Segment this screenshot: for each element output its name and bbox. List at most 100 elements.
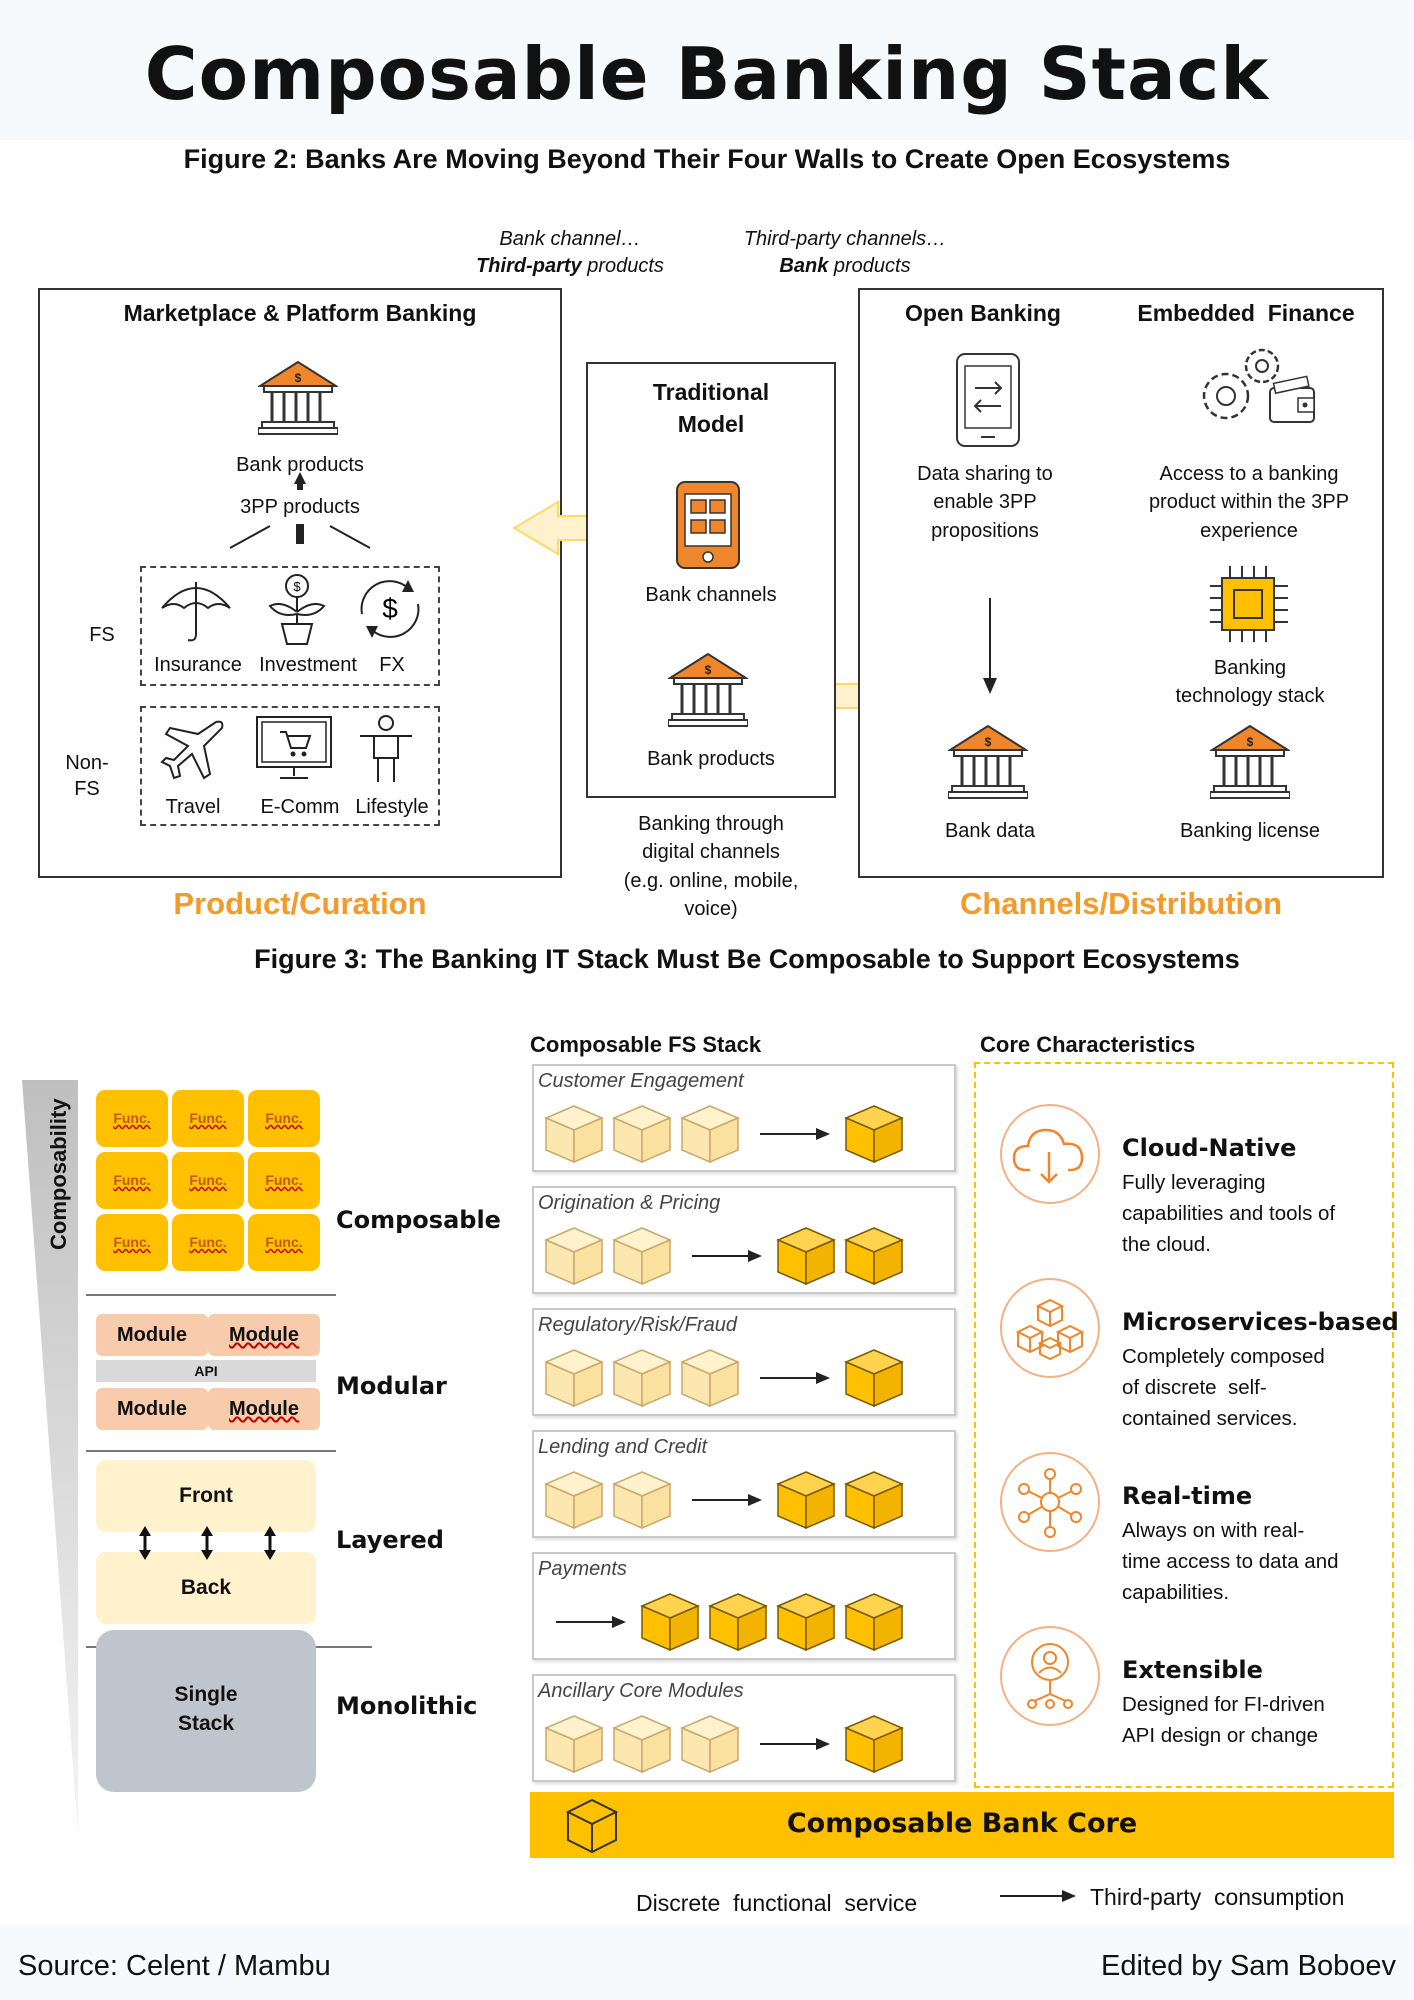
tech-stack-2: technology stack <box>1175 685 1325 708</box>
stack-row-cubes <box>545 1715 903 1773</box>
editor-credit: Edited by Sam Boboev <box>1100 1950 1396 1982</box>
consumption-arrow-head <box>748 1494 762 1506</box>
single-stack-2: Stack <box>177 1712 235 1736</box>
note-left-line1: Bank channel… <box>499 228 641 250</box>
dark-cube-icon <box>709 1593 767 1651</box>
stack-row: Payments <box>532 1552 956 1660</box>
light-cube-icon <box>681 1349 739 1407</box>
level-composable: Composable <box>336 1206 501 1234</box>
characteristic-desc-line: of discrete self- <box>1122 1375 1267 1399</box>
trad-caption-2: digital channels <box>642 841 780 864</box>
characteristic-desc-line: contained services. <box>1122 1406 1298 1430</box>
embedded-finance-heading: Embedded Finance <box>1137 300 1355 326</box>
note-right-line1: Third-party channels… <box>743 228 947 250</box>
legend-service: Discrete functional service <box>636 1890 918 1916</box>
nonfs-item-lifestyle: Lifestyle <box>355 796 429 818</box>
nonfs-group <box>140 706 440 826</box>
dark-cube-icon <box>641 1593 699 1651</box>
cloud-download-icon <box>1000 1104 1100 1204</box>
stack-row-cubes <box>545 1349 903 1407</box>
level-layered: Layered <box>336 1526 444 1554</box>
open-banking-heading: Open Banking <box>905 300 1061 326</box>
tree-connector-icon <box>229 472 371 549</box>
light-cube-icon <box>545 1715 603 1773</box>
consumption-arrow-head <box>816 1128 830 1140</box>
investment-plant-icon: $ <box>268 574 326 645</box>
characteristic-desc-line: Designed for FI-driven <box>1122 1693 1325 1716</box>
open-desc-3: propositions <box>931 519 1039 542</box>
characteristic-desc: Always on with real-time access to data … <box>1122 1516 1390 1608</box>
note-right-rest: products <box>828 255 911 277</box>
light-cube-icon <box>613 1227 671 1285</box>
user-network-icon <box>1000 1626 1100 1726</box>
dark-cube-icon <box>845 1227 903 1285</box>
core-bar <box>530 1792 1394 1858</box>
single-stack-block: Single Stack <box>96 1630 316 1792</box>
fs-item-insurance: Insurance <box>154 654 242 676</box>
figure3-caption: Figure 3: The Banking IT Stack Must Be C… <box>254 944 1240 974</box>
characteristic-desc-line: API design or change <box>1122 1723 1319 1747</box>
light-cube-icon <box>613 1715 671 1773</box>
divider <box>86 1294 336 1296</box>
dark-cube-icon <box>845 1471 903 1529</box>
note-right-bold: Bank <box>779 255 829 277</box>
nonfs-label-1: Non- <box>65 752 109 774</box>
dark-cube-icon <box>845 1349 903 1407</box>
func-block: Func. <box>248 1090 320 1147</box>
banking-license-label: Banking license <box>1179 820 1321 842</box>
stack-row-label: Payments <box>538 1558 627 1580</box>
dark-cube-icon <box>777 1227 835 1285</box>
traditional-heading-2: Model <box>677 411 745 438</box>
light-cube-icon <box>545 1105 603 1163</box>
note-left-bold: Third-party <box>476 255 582 277</box>
tech-stack-label: Banking technology stack <box>1140 654 1360 711</box>
embedded-desc-2: product within the 3PP <box>1148 491 1350 514</box>
umbrella-icon <box>161 582 231 642</box>
stack-row: Customer Engagement <box>532 1064 956 1172</box>
stack-row-label: Origination & Pricing <box>538 1192 721 1214</box>
func-block: Func. <box>248 1214 320 1271</box>
composability-axis-label: Composability <box>46 1098 71 1250</box>
dark-cube-icon <box>777 1471 835 1529</box>
module-block: Module <box>208 1388 320 1430</box>
note-left-rest: products <box>581 255 664 277</box>
characteristic-desc-line: Fully leveraging <box>1122 1171 1266 1194</box>
airplane-icon <box>160 720 224 780</box>
consumption-arrow-head <box>816 1738 830 1750</box>
note-third-party: Third-party channels… Bank products <box>720 226 970 280</box>
core-heading: Core Characteristics <box>980 1032 1196 1057</box>
func-block: Func. <box>172 1152 244 1209</box>
tech-stack-1: Banking <box>1213 657 1287 679</box>
fs-item-investment: Investment <box>259 654 357 676</box>
back-layer: Back <box>96 1552 316 1624</box>
embedded-desc-1: Access to a banking <box>1159 463 1339 485</box>
note-right-line2: Bank products <box>720 253 970 280</box>
bank-icon <box>258 360 338 436</box>
arrow-down-icon <box>983 598 997 694</box>
module-block: Module <box>96 1314 208 1356</box>
light-cube-icon <box>613 1349 671 1407</box>
nonfs-label: Non- FS <box>52 750 122 802</box>
page-title: Composable Banking Stack <box>144 32 1270 116</box>
module-block: Module <box>208 1314 320 1356</box>
svg-text:$: $ <box>382 593 398 624</box>
embedded-desc-3: experience <box>1200 519 1298 542</box>
stack-row-label: Customer Engagement <box>538 1070 744 1092</box>
light-cube-icon <box>681 1105 739 1163</box>
mobile-app-icon <box>676 481 740 569</box>
stack-row: Ancillary Core Modules <box>532 1674 956 1782</box>
product-curation-label: Product/Curation <box>173 886 427 921</box>
nonfs-item-ecomm: E-Comm <box>260 796 340 818</box>
front-layer: Front <box>96 1460 316 1532</box>
dark-cube-icon <box>845 1715 903 1773</box>
light-cube-icon <box>545 1349 603 1407</box>
traditional-heading-1: Traditional <box>652 379 770 405</box>
nonfs-item-travel: Travel <box>165 796 221 818</box>
embedded-finance-desc: Access to a banking product within the 3… <box>1124 460 1374 545</box>
bank-icon <box>668 652 748 728</box>
level-monolithic: Monolithic <box>336 1692 478 1720</box>
stack-row-label: Ancillary Core Modules <box>538 1680 744 1702</box>
traditional-bank-products: Bank products <box>647 748 775 770</box>
